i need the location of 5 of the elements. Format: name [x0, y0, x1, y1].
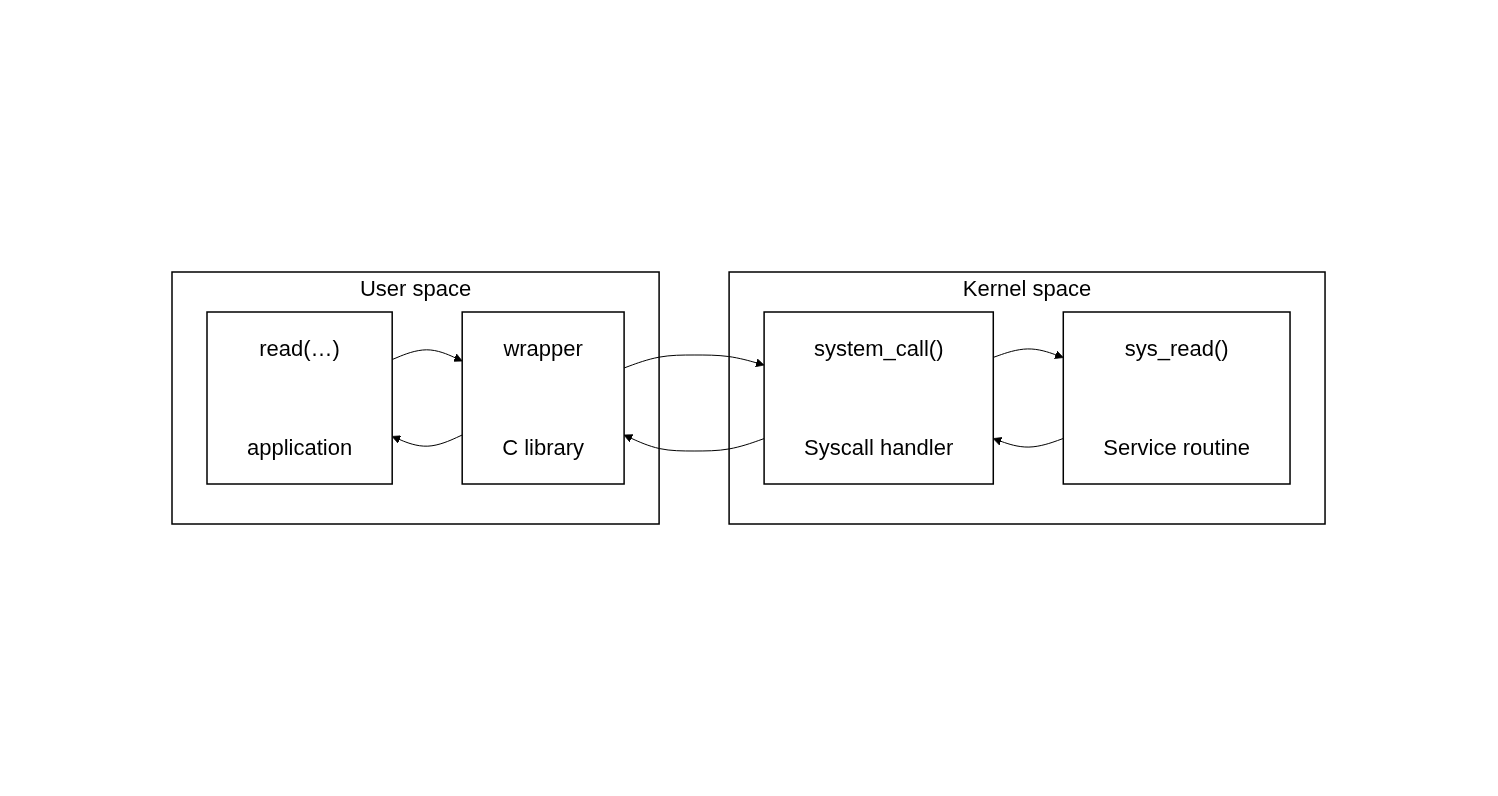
- arrow: [624, 354, 765, 369]
- node-box: system_call() Syscall handler: [763, 311, 995, 485]
- node-box: read(…) application: [206, 311, 394, 485]
- node-box: sys_read() Service routine: [1063, 311, 1292, 485]
- node-box: wrapper C library: [461, 311, 626, 485]
